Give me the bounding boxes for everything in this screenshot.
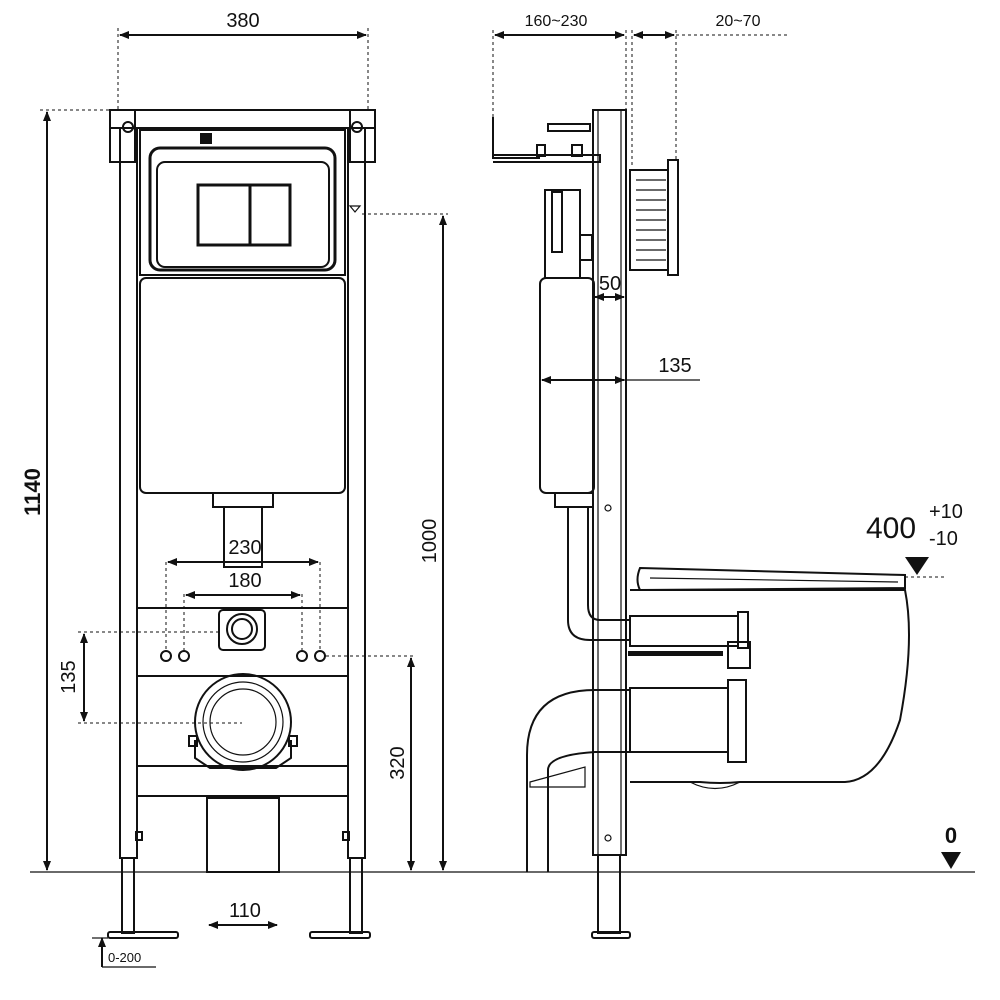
dim-wall-thickness: 20~70 (716, 13, 761, 30)
drain-outlet-outer (194, 673, 292, 771)
dim-tap-to-drain: 135 (58, 660, 80, 693)
dim-frame-width: 380 (226, 10, 259, 32)
dim-tap-spacing-outer: 230 (228, 537, 261, 559)
cistern-side (539, 277, 595, 494)
fixing-hole-icon (296, 650, 308, 662)
flush-connector-cap (727, 641, 751, 669)
flush-button-left (196, 183, 252, 247)
dim-mount-depth: 160~230 (525, 13, 588, 30)
toilet-seat (636, 566, 906, 592)
bracket-nut-icon (571, 144, 583, 157)
side-view (492, 109, 910, 939)
flush-plate-outer (148, 146, 337, 272)
drain-support (529, 766, 586, 788)
fixing-rod (628, 651, 723, 656)
flush-inlet-ring (226, 613, 258, 645)
dim-leg-adjust: 0-200 (108, 950, 141, 965)
cistern-side-outlet (554, 492, 594, 508)
drain-bend (526, 689, 630, 872)
flush-connector-end (737, 611, 749, 649)
post-left (119, 127, 138, 859)
wall-bracket-arm (493, 154, 601, 163)
side-leg (597, 854, 621, 934)
wall-plate-cap (667, 159, 679, 276)
waste-pipe (206, 797, 280, 873)
seat-level-icon (905, 557, 929, 575)
dim-button-height: 1000 (419, 519, 441, 564)
cistern-outlet (212, 492, 274, 508)
post-right (347, 127, 366, 859)
side-dimensions: 160~230 20~70 50 135 400 +10 -10 0 (492, 13, 963, 869)
flush-connector (629, 615, 739, 647)
flush-button-right (248, 183, 292, 247)
dim-floor-level: 0 (945, 823, 957, 848)
flush-pipe-bend-inner (587, 507, 630, 621)
top-bracket-left (109, 109, 136, 163)
valve-body (579, 234, 593, 261)
side-foot (591, 931, 631, 939)
dim-drain-height: 320 (387, 746, 409, 779)
flush-pipe-bend (567, 507, 630, 641)
drain-connector (629, 687, 729, 753)
side-bolt-icon (604, 834, 612, 842)
leg-left (121, 857, 135, 934)
top-bracket-right (349, 109, 376, 163)
drain-clip-icon (288, 735, 298, 747)
drain-outlet-mid (202, 681, 284, 763)
dim-cistern-depth: 135 (658, 355, 691, 377)
side-post-inner (597, 109, 622, 856)
front-view (107, 109, 376, 939)
valve-body (551, 191, 563, 253)
flush-plate (156, 161, 330, 268)
side-bolt-icon (604, 504, 612, 512)
leg-clip-icon (342, 831, 350, 841)
cistern-body (139, 277, 346, 494)
fixing-hole-icon (314, 650, 326, 662)
bracket-bolt (547, 123, 591, 132)
cistern-top (139, 129, 346, 276)
dim-frame-height: 1140 (20, 468, 45, 516)
dim-outlet-width: 110 (229, 900, 261, 922)
flush-pipe (223, 506, 263, 568)
foot-left (107, 931, 179, 939)
drain-bend-inner (547, 751, 630, 872)
foot-right (309, 931, 371, 939)
drain-connector-flange (727, 679, 747, 763)
drain-clamp (194, 740, 292, 769)
flush-inlet (218, 609, 266, 651)
floor-level-icon (941, 852, 961, 869)
flush-inlet-core (231, 618, 253, 640)
leg-right (349, 857, 363, 934)
wall-bracket (492, 117, 540, 159)
mount-plate-lower (136, 675, 349, 767)
drain-clip-icon (188, 735, 198, 747)
dim-seat-height-plus: +10 (929, 501, 963, 523)
top-rail (109, 109, 376, 129)
dim-seat-height: 400 (866, 512, 916, 545)
level-marker-icon (348, 205, 362, 213)
front-dimensions: 380 1140 1000 320 230 180 135 110 (20, 10, 448, 968)
toilet-bowl (630, 589, 910, 784)
dim-seat-height-minus: -10 (929, 528, 958, 550)
dim-frame-profile: 50 (599, 273, 621, 295)
fixing-hole-icon (160, 650, 172, 662)
leg-clip-icon (135, 831, 143, 841)
fixing-hole-icon (178, 650, 190, 662)
valve-cap-icon (200, 133, 212, 144)
bracket-nut-icon (536, 144, 546, 157)
drain-outlet-inner (209, 688, 277, 756)
bowl-base (689, 781, 741, 790)
dim-tap-spacing-inner: 180 (228, 570, 261, 592)
